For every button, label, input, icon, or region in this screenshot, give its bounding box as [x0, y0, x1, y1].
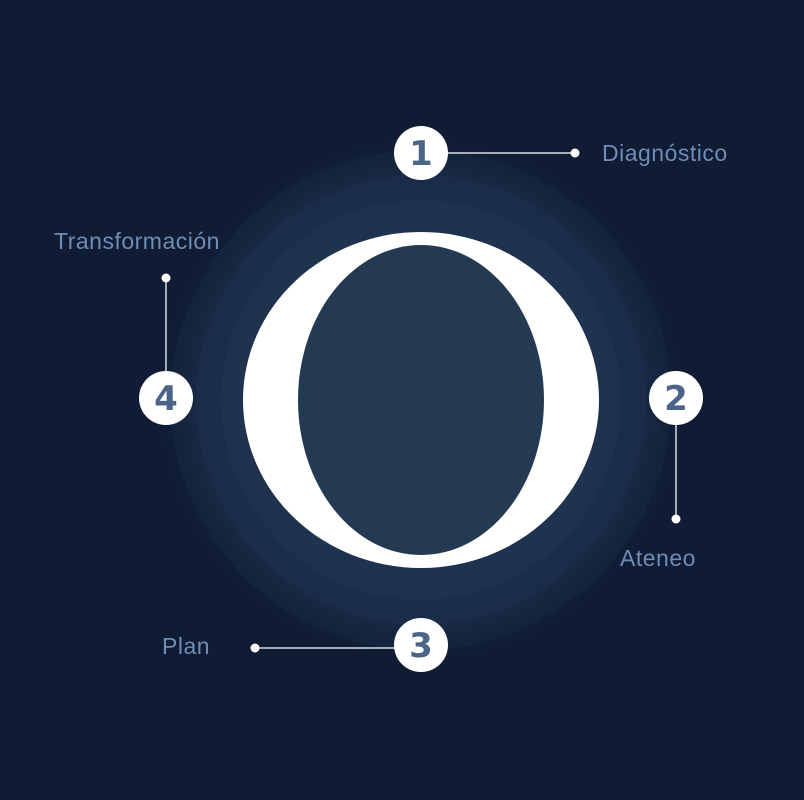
- step-badge-1: 1: [394, 126, 448, 180]
- step-number-2: 2: [664, 379, 688, 419]
- step-label-4: Transformación: [54, 228, 220, 254]
- step-label-1: Diagnóstico: [602, 140, 728, 166]
- step-badge-4: 4: [139, 371, 193, 425]
- step-badge-3: 3: [394, 618, 448, 672]
- center-o-counter: [298, 245, 544, 555]
- step-number-1: 1: [409, 134, 433, 174]
- step-label-3: Plan: [162, 633, 210, 659]
- step-badge-2-circle: [649, 371, 703, 425]
- step-badge-2: 2: [649, 371, 703, 425]
- step-label-2: Ateneo: [620, 545, 696, 571]
- step-number-4: 4: [154, 379, 178, 419]
- connector-dot-1: [570, 148, 580, 158]
- connector-dot-4: [161, 273, 171, 283]
- step-badge-4-circle: [139, 371, 193, 425]
- step-number-3: 3: [409, 626, 433, 666]
- connector-dot-3: [250, 643, 260, 653]
- connectors: [161, 148, 681, 653]
- connector-dot-2: [671, 514, 681, 524]
- step-badge-1-circle: [394, 126, 448, 180]
- step-badge-3-circle: [394, 618, 448, 672]
